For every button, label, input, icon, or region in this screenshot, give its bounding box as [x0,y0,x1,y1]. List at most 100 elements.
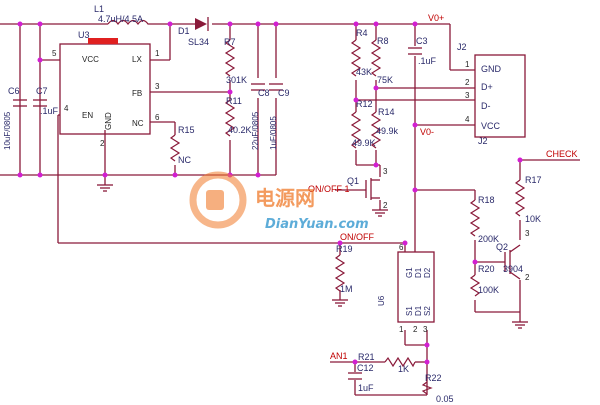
q2-pin-3: 3 [525,229,530,238]
c8-label: C8 [258,88,270,98]
r20-label: R20 [478,264,495,274]
c12-label: C12 [357,363,374,373]
r14-label: R14 [378,107,395,117]
r21-value: 1K [398,364,409,374]
capacitor-c8: C8 22uF/0805 [251,83,270,150]
j2-pin-vcc: VCC [481,121,501,131]
u3-pin-en: EN [82,111,93,120]
j2-pin-num-1: 1 [465,60,470,69]
c6-value: 10uF/0805 [3,111,12,150]
c12-value: 1uF [358,383,374,393]
l1-value: 4.7uH/4.5A [98,14,143,24]
u3-pin-vcc: VCC [82,55,99,64]
u3-pin-nc: NC [132,119,144,128]
mosfet-q1: Q1 3 2 [347,167,388,210]
net-labels: V0+ V0- CHECK ON/OFF 1 ON/OFF AN1 [308,13,578,361]
net-onoff1: ON/OFF 1 [308,184,350,194]
resistor-r15: R15 NC [169,125,195,165]
capacitor-c9: C9 1uF/0805 [269,83,290,150]
u3-pin-lx: LX [132,55,142,64]
c9-value: 1uF/0805 [269,116,278,150]
capacitor-c3: C3 .1uF [408,36,437,66]
j2-pin-num-2: 2 [465,78,470,87]
net-onoff: ON/OFF [340,232,374,242]
u6-pin-num-3: 3 [423,325,428,334]
q2-value: 3904 [503,264,523,274]
u3-pin-num-6: 6 [155,113,160,122]
u6-pin-d1a: D1 [414,267,423,278]
u6-pin-d1b: D1 [414,305,423,316]
c8-value: 22uF/0805 [251,111,260,150]
ground-symbol-q1 [372,209,388,217]
watermark-plug-icon [189,171,247,229]
l1-label: L1 [94,4,104,14]
watermark-cn: 电源网 [255,186,315,210]
j2-pin-gnd: GND [481,64,502,74]
u3-pin-num-5: 5 [52,49,57,58]
u3-pin-num-1: 1 [155,49,160,58]
q1-pin-2: 2 [383,201,388,210]
r20-value: 100K [478,285,499,295]
q2-pin-2: 2 [525,273,530,282]
r4-label: R4 [356,28,368,38]
inductor-l1: L1 4.7uH/4.5A [94,4,155,26]
u6-dual-mosfet: G1 D1 D2 S1 D1 S2 U6 6 1 2 3 [377,243,435,334]
u6-pin-s1: S1 [405,306,414,316]
resistor-r20: R20 100K [469,264,499,297]
watermark: 电源网 DianYuan.com [189,171,369,232]
q2-label: Q2 [496,242,508,252]
ground-symbol-u3 [97,184,113,192]
ground-symbol-r19 [332,299,348,307]
r8-value: 75K [377,75,393,85]
q1-pin-3: 3 [383,167,388,176]
j2-bottom-label: J2 [478,136,488,146]
watermark-en: DianYuan.com [265,217,369,232]
resistor-r12: R12 49.9K [350,99,376,149]
resistor-r8: R8 75K [370,36,393,85]
net-check: CHECK [546,149,578,159]
r17-value: 10K [525,214,541,224]
capacitor-c6: C6 10uF/0805 [3,86,27,150]
j2-pin-num-3: 3 [465,91,470,100]
resistor-r18: R18 200K [469,195,499,244]
r22-value: 0.05 [436,394,454,404]
diode-d1: D1 SL34 [178,17,209,47]
resistor-r21: R21 1K [358,352,416,374]
capacitor-c12: C12 1uF [348,363,374,393]
j2-pin-num-4: 4 [465,115,470,124]
d1-label: D1 [178,26,190,36]
c9-label: C9 [278,88,290,98]
r11-label: R11 [226,96,242,106]
r14-value: 49.9k [376,126,399,136]
u6-pin-num-2: 2 [413,325,418,334]
j2-pin-dminus: D- [481,101,491,111]
r21-label: R21 [358,352,375,362]
u3-pin-num-4: 4 [64,104,69,113]
r18-value: 200K [478,234,499,244]
u3-label: U3 [78,30,90,40]
usb-connector-j2: J2 J2 GND D+ D- VCC 1 2 3 4 [457,42,526,146]
c3-label: C3 [416,36,428,46]
u3-pin-num-2: 2 [100,139,105,148]
j2-label: J2 [457,42,467,52]
u6-pin-s2: S2 [423,306,432,316]
u6-pin-d2a: D2 [423,267,432,278]
transistor-q2: Q2 3904 3 2 [496,229,530,282]
c7-value: .1uF [40,106,59,116]
net-an1: AN1 [330,351,348,361]
resistor-r19: R19 1M [334,244,353,294]
r4-value: 43K [356,67,372,77]
r19-label: R19 [336,244,353,254]
u3-pin-num-3: 3 [155,82,160,91]
r15-value: NC [178,155,191,165]
r7-value: 301K [226,75,247,85]
resistor-r11: R11 40.2K [224,96,252,137]
resistor-r17: R17 10K [514,175,542,224]
resistor-r7: R7 301K [224,37,247,85]
u3-pin-gnd: GND [104,112,113,130]
resistor-r22: R22 0.05 [421,373,454,404]
u6-pin-num-6: 6 [399,243,404,252]
c3-value: .1uF [418,56,437,66]
net-v0minus: V0- [420,127,434,137]
